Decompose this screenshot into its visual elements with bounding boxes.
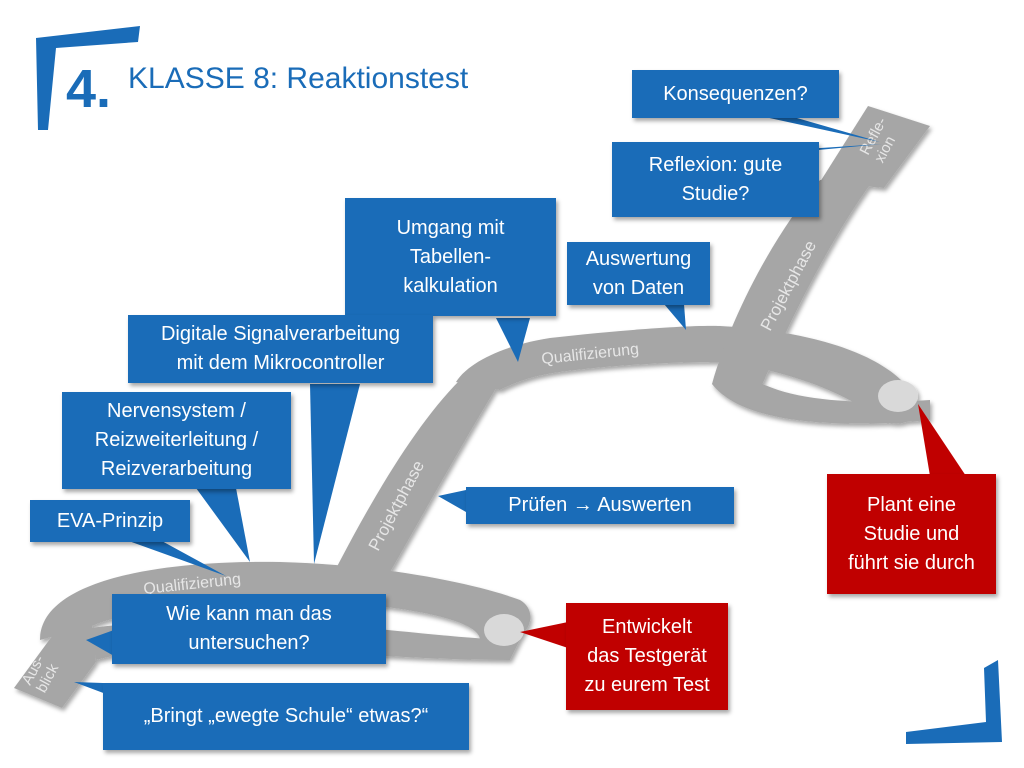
pointer-tabellen — [496, 318, 530, 362]
path-ausblick-segment — [14, 626, 96, 708]
path-projektphase-rising — [320, 380, 500, 604]
callout-reflexion-studie: Reflexion: gute Studie? — [612, 142, 819, 217]
pointer-auswertung — [664, 304, 686, 330]
path-node-lower — [484, 614, 524, 646]
callout-signalverarbeitung: Digitale Signalverarbeitung mit dem Mikr… — [128, 315, 433, 383]
callout-tabellen: Umgang mit Tabellen- kalkulation — [345, 198, 556, 316]
pointer-nervensystem — [196, 488, 250, 562]
path-projektphase-upper — [712, 180, 872, 390]
chapter-number: 4. — [66, 59, 111, 119]
path-bridge-top — [456, 325, 720, 390]
callout-konsequenzen: Konsequenzen? — [632, 70, 839, 118]
callout-nervensystem: Nervensystem / Reizweiterleitung / Reizv… — [62, 392, 291, 489]
page-title: KLASSE 8: Reaktionstest — [128, 62, 469, 95]
pointer-wie-kann — [86, 630, 114, 656]
path-node-upper — [878, 380, 918, 412]
callout-wie-kann: Wie kann man das untersuchen? — [112, 594, 386, 664]
callout-auswertung: Auswertung von Daten — [567, 242, 710, 305]
path-upper-descent — [712, 380, 930, 424]
corner-bracket-top-left — [36, 26, 140, 130]
callout-entwickelt: Entwickelt das Testgerät zu eurem Test — [566, 603, 728, 710]
callout-plant: Plant eine Studie und führt sie durch — [827, 474, 996, 594]
callout-pruefen: Prüfen → Auswerten — [466, 487, 734, 524]
path-reflexion-segment — [820, 106, 930, 188]
corner-bracket-bottom-right — [906, 660, 1002, 744]
path-lower-loop — [40, 561, 531, 645]
pointer-konsequenzen — [760, 116, 880, 142]
pointer-entwickelt — [520, 622, 568, 648]
callout-bringt: „Bringt „ewegte Schule“ etwas?“ — [103, 683, 469, 750]
pointer-plant — [918, 404, 966, 476]
pointer-signalverarbeitung — [310, 384, 360, 564]
pointer-pruefen — [438, 490, 466, 512]
pointer-eva — [126, 540, 226, 576]
callout-eva: EVA-Prinzip — [30, 500, 190, 542]
